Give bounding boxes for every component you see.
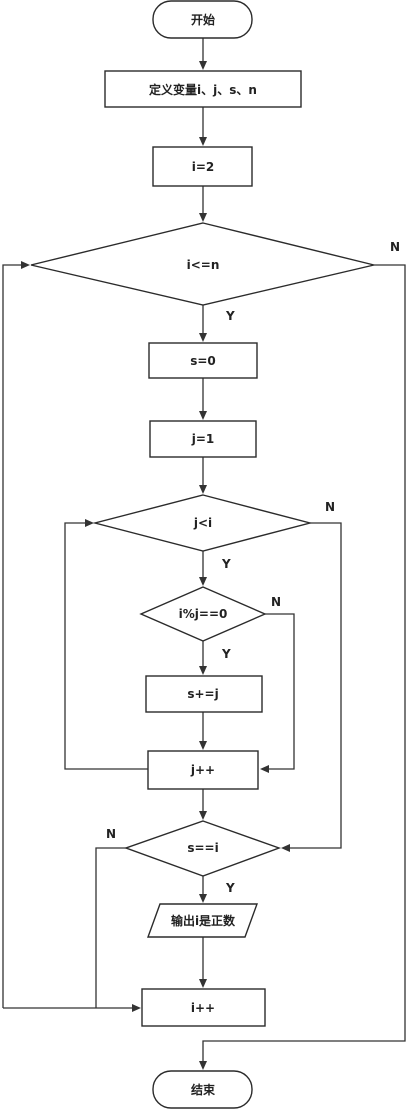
output-node [147, 903, 258, 938]
init-j-label: j=1 [191, 432, 215, 446]
mod-no-label: N [271, 595, 281, 609]
edge-outer-no [202, 264, 406, 1062]
perfect-condition-node [123, 820, 282, 877]
init-s-label: s=0 [190, 354, 216, 368]
inc-j-label: j++ [190, 763, 215, 777]
arrowhead [199, 61, 207, 70]
inner-no-label: N [325, 500, 335, 514]
start-node [152, 0, 253, 39]
nodes: 开始 定义变量i、j、s、n i=2 i<=n s=0 j=1 j<i i%j=… [30, 0, 375, 1109]
edges [2, 38, 406, 1070]
define-vars-node [104, 70, 302, 108]
arrowhead [199, 411, 207, 420]
arrowhead [199, 485, 207, 494]
perfect-yes-label: Y [225, 881, 235, 895]
init-j-node [149, 420, 257, 458]
inc-i-label: i++ [191, 1001, 215, 1015]
init-s-node [148, 342, 258, 379]
arrowhead [199, 137, 207, 146]
arrowhead [281, 844, 290, 852]
outer-yes-label: Y [225, 309, 235, 323]
arrowhead [199, 1061, 207, 1070]
edge-inner-no [289, 522, 342, 849]
arrowhead [199, 741, 207, 750]
inc-j-node [147, 750, 259, 790]
arrowhead [85, 519, 94, 527]
edge-inci-loop-back [2, 264, 22, 1008]
arrowhead [199, 577, 207, 586]
arrowhead [199, 811, 207, 820]
perfect-condition-label: s==i [187, 841, 218, 855]
mod-yes-label: Y [221, 647, 231, 661]
inner-condition-label: j<i [193, 516, 212, 530]
outer-condition-label: i<=n [187, 258, 220, 272]
add-s-label: s+=j [187, 687, 218, 701]
edge-mod-no [265, 613, 295, 770]
define-vars-label: 定义变量i、j、s、n [149, 82, 257, 97]
outer-no-label: N [390, 240, 400, 254]
add-s-node [145, 675, 263, 713]
output-label: 输出i是正数 [171, 913, 236, 928]
branch-labels: N Y N Y N Y N Y [106, 240, 400, 895]
arrowhead [199, 666, 207, 675]
end-label: 结束 [191, 1082, 216, 1097]
arrowhead [21, 261, 30, 269]
mod-condition-label: i%j==0 [179, 607, 228, 621]
outer-condition-node [30, 222, 375, 306]
perfect-no-label: N [106, 827, 116, 841]
init-i-node [152, 146, 253, 187]
arrowhead [199, 333, 207, 342]
arrowhead [260, 765, 269, 773]
init-i-label: i=2 [192, 160, 215, 174]
inner-yes-label: Y [221, 557, 231, 571]
edge-incj-loop-back [64, 522, 148, 770]
inner-condition-node [92, 494, 313, 552]
arrowhead [199, 979, 207, 988]
mod-condition-node [139, 586, 267, 642]
arrowhead [199, 894, 207, 903]
arrowhead [199, 213, 207, 222]
inc-i-node [141, 988, 266, 1027]
edge-perfect-no [95, 847, 126, 1008]
arrowhead [132, 1004, 141, 1012]
start-label: 开始 [191, 12, 215, 27]
end-node [152, 1070, 253, 1109]
